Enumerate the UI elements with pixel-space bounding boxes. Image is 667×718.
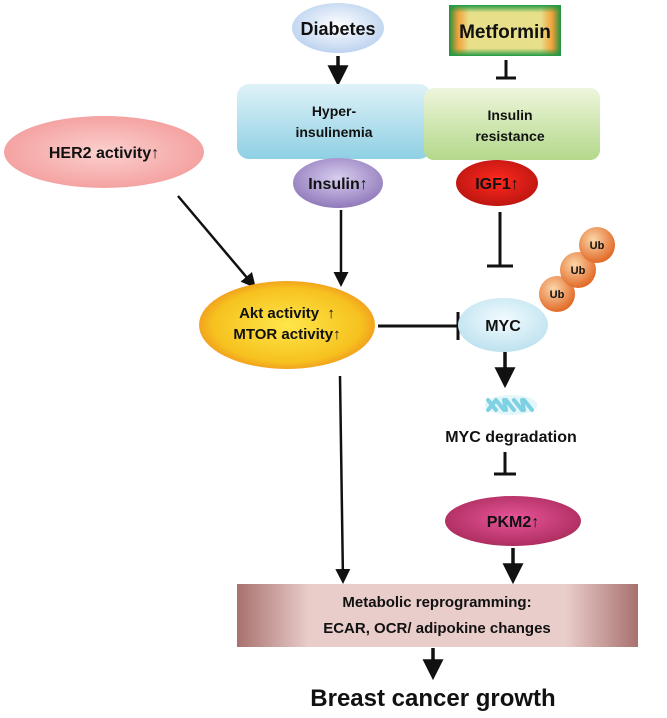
insulin-node: Insulin↑ [293, 158, 383, 208]
insulin-resistance-label-line1: Insulin [487, 107, 532, 123]
metabolic-label-line1: Metabolic reprogramming: [342, 594, 531, 611]
akt-mtor-node: Akt activity ↑ MTOR activity↑ [199, 281, 375, 369]
igf1-label: IGF1↑ [475, 176, 519, 193]
insulin-resistance-node: Insulin resistance [424, 88, 600, 160]
her2-node: HER2 activity↑ [4, 116, 204, 188]
myc-degradation-label: MYC degradation [445, 429, 577, 446]
akt-activity-label: Akt activity ↑ [239, 305, 335, 322]
metformin-node: Metformin [449, 5, 561, 56]
breast-cancer-growth-label: Breast cancer growth [310, 685, 555, 712]
dna-fragment-icon [485, 395, 537, 415]
metformin-label: Metformin [459, 22, 551, 43]
hyperinsulinemia-label-line2: insulinemia [295, 124, 372, 140]
igf1-node: IGF1↑ [456, 160, 538, 206]
metabolic-reprogramming-box: Metabolic reprogramming: ECAR, OCR/ adip… [237, 584, 638, 647]
diabetes-label: Diabetes [300, 19, 375, 39]
ub-label-3: Ub [590, 240, 605, 252]
metabolic-label-line2: ECAR, OCR/ adipokine changes [323, 620, 551, 637]
diabetes-node: Diabetes [292, 3, 384, 53]
ub-label-1: Ub [550, 289, 565, 301]
her2-label: HER2 activity↑ [49, 145, 159, 162]
pkm2-label: PKM2↑ [487, 514, 539, 531]
arrow-akt-to-metabolic [335, 375, 351, 584]
myc-label: MYC [485, 318, 521, 335]
ub-label-2: Ub [571, 265, 586, 277]
insulin-resistance-label-line2: resistance [475, 128, 544, 144]
pkm2-node: PKM2↑ [445, 496, 581, 546]
hyperinsulinemia-label-line1: Hyper- [312, 103, 357, 119]
connectors [177, 56, 524, 681]
insulin-label: Insulin↑ [308, 176, 368, 193]
myc-node: MYC [458, 298, 548, 352]
hyperinsulinemia-node: Hyper- insulinemia [237, 84, 431, 159]
ubiquitin-chain: Ub Ub Ub [539, 227, 615, 312]
arrow-her2-to-akt [177, 195, 256, 289]
mtor-activity-label: MTOR activity↑ [233, 326, 340, 343]
